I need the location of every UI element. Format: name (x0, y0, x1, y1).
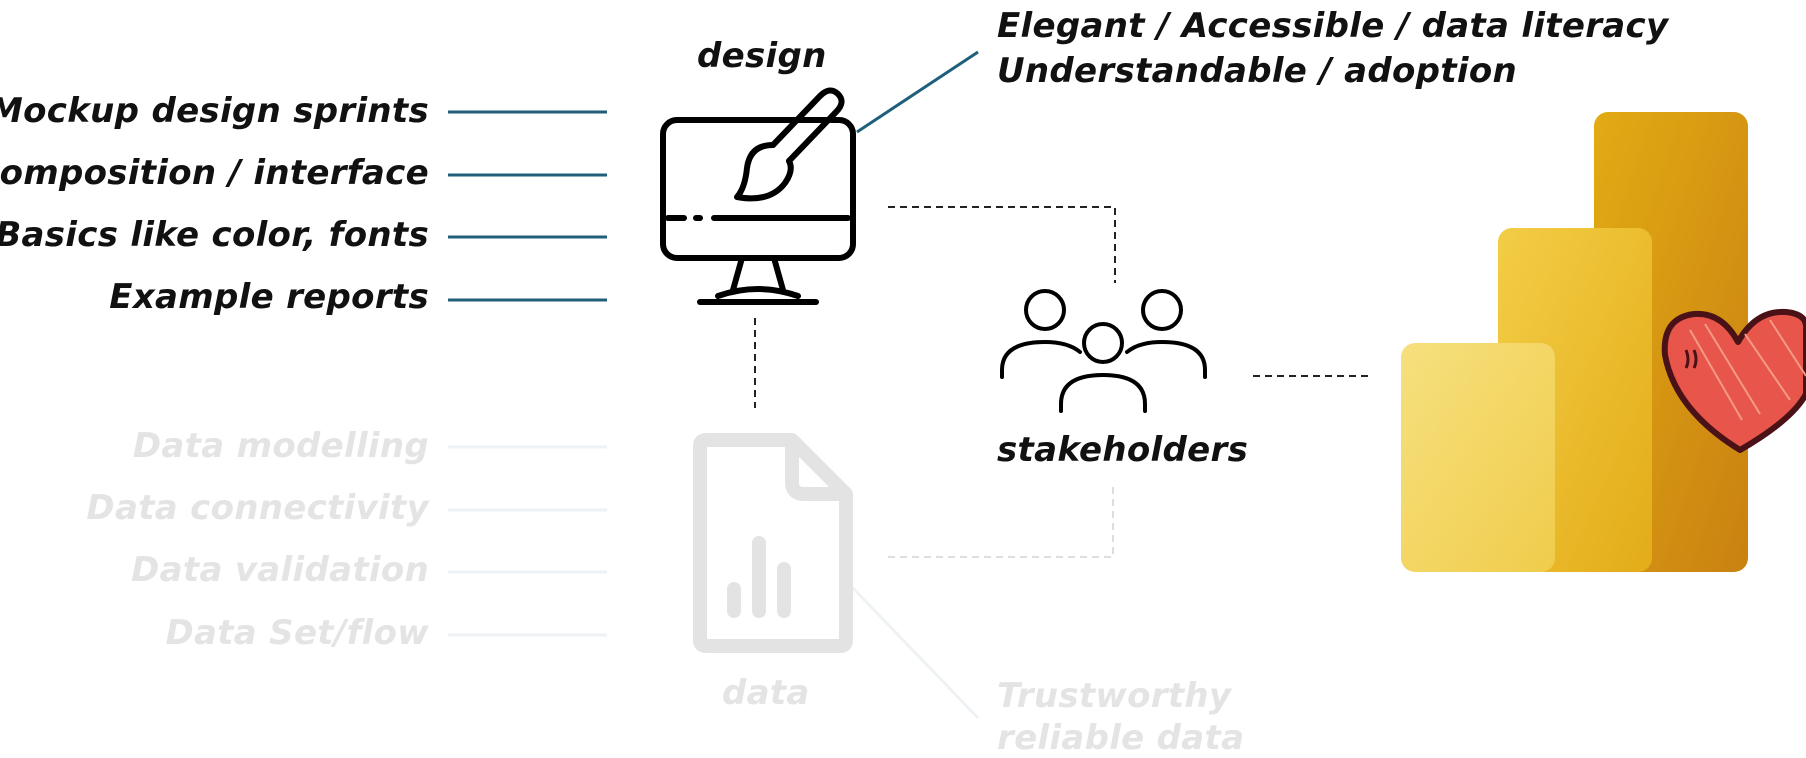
design-connectors (448, 50, 979, 302)
design-item-3: Basics like color, fonts (0, 215, 429, 255)
data-item-1: Data modelling (132, 426, 429, 466)
data-note-1: Trustworthy (997, 676, 1232, 716)
data-item-3: Data validation (131, 550, 429, 590)
data-item-4: Data Set/flow (165, 613, 429, 653)
stakeholders-title: stakeholders (997, 430, 1249, 470)
design-title: design (697, 36, 827, 76)
design-note-1: Elegant / Accessible / data literacy (997, 6, 1669, 46)
data-item-2: Data connectivity (86, 488, 429, 528)
monitor-brush-icon (660, 87, 856, 305)
data-note-2: reliable data (997, 718, 1245, 758)
data-note-connector (848, 583, 980, 720)
data-connectors (448, 445, 980, 720)
heart-icon (1661, 308, 1806, 453)
people-icon (1000, 289, 1207, 413)
data-to-stakeholders-link (888, 483, 1114, 558)
document-chart-icon (693, 433, 853, 653)
design-to-stakeholders-link (888, 206, 1116, 283)
power-bi-bar-short (1401, 343, 1555, 572)
design-note-2: Understandable / adoption (997, 51, 1517, 91)
design-item-2: Composition / interface (0, 153, 429, 193)
design-item-4: Example reports (109, 277, 429, 317)
design-note-connector (856, 50, 979, 134)
dashed-links (754, 206, 1372, 558)
design-item-1: Mockup design sprints (0, 91, 429, 131)
data-title: data (722, 673, 810, 713)
